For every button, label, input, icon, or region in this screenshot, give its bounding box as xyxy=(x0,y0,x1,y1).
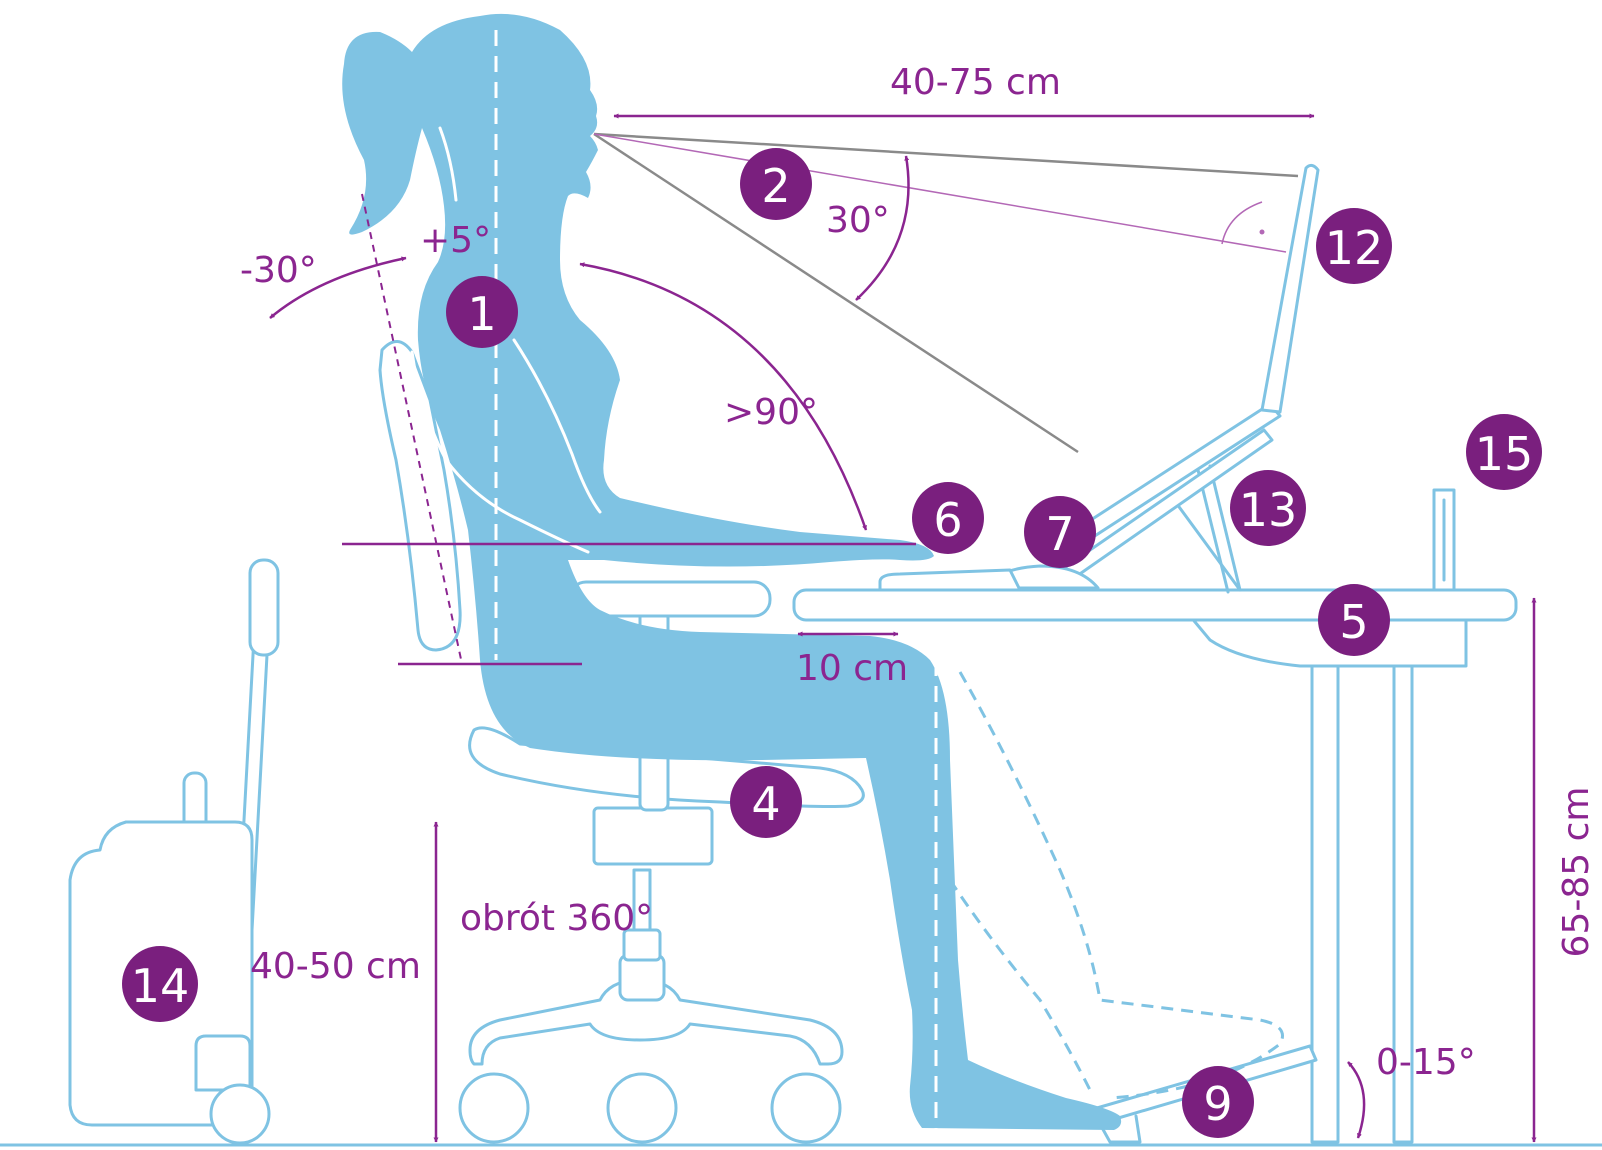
head-tilt-forward-label: +5° xyxy=(420,220,491,261)
armrest-gap-label: 10 cm xyxy=(796,648,908,689)
svg-text:7: 7 xyxy=(1045,507,1074,561)
svg-text:1: 1 xyxy=(467,287,496,341)
svg-text:14: 14 xyxy=(131,959,190,1013)
rolling-suitcase xyxy=(70,560,278,1143)
svg-text:2: 2 xyxy=(761,159,790,213)
badge-9: 9 xyxy=(1182,1066,1254,1138)
alternate-leg-outline xyxy=(950,672,1283,1098)
arm-angle-label: >90° xyxy=(724,392,818,433)
seat-height-label: 40-50 cm xyxy=(250,946,421,987)
badge-1: 1 xyxy=(446,276,518,348)
desk-height-label: 65-85 cm xyxy=(1556,787,1597,958)
badge-5: 5 xyxy=(1318,584,1390,656)
head-tilt-back-label: -30° xyxy=(240,250,317,291)
svg-text:6: 6 xyxy=(933,493,962,547)
svg-text:12: 12 xyxy=(1325,221,1384,275)
view-angle-label: 30° xyxy=(826,200,890,241)
footrest-angle-label: 0-15° xyxy=(1376,1042,1476,1083)
svg-text:15: 15 xyxy=(1475,427,1534,481)
badge-15: 15 xyxy=(1466,414,1542,490)
badge-7: 7 xyxy=(1024,496,1096,568)
badge-14: 14 xyxy=(122,946,198,1022)
sightlines xyxy=(594,134,1298,452)
svg-text:5: 5 xyxy=(1339,595,1368,649)
badge-12: 12 xyxy=(1316,208,1392,284)
svg-text:13: 13 xyxy=(1239,483,1298,537)
badge-6: 6 xyxy=(912,482,984,554)
badge-13: 13 xyxy=(1230,470,1306,546)
svg-text:4: 4 xyxy=(751,777,780,831)
screen-distance-label: 40-75 cm xyxy=(890,62,1061,103)
rotation-label: obrót 360° xyxy=(460,898,653,939)
svg-text:9: 9 xyxy=(1203,1077,1232,1131)
badge-4: 4 xyxy=(730,766,802,838)
badge-2: 2 xyxy=(740,148,812,220)
